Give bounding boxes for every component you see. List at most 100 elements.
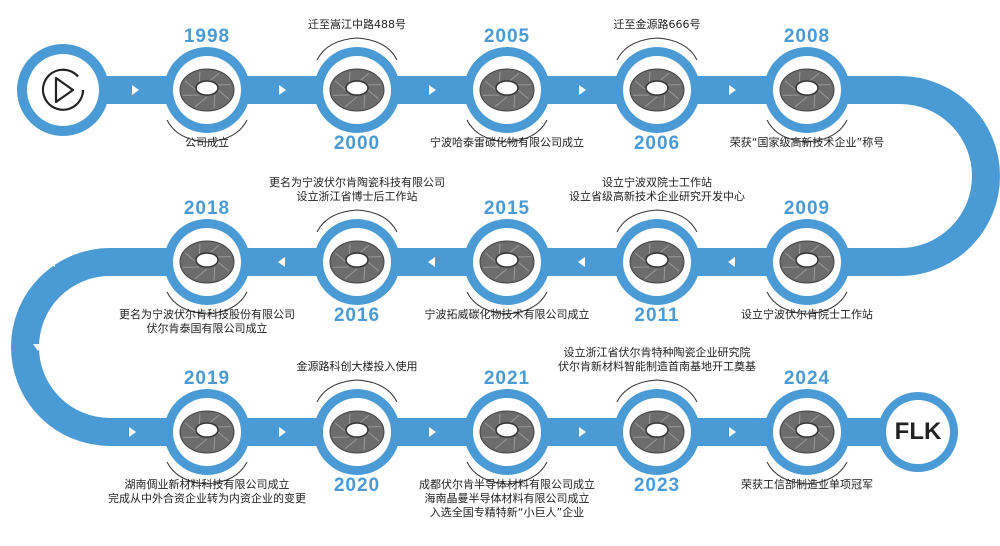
milestone-year: 2009 bbox=[783, 198, 831, 219]
bracket-icon bbox=[466, 119, 548, 143]
milestone-description: 湖南倜业新材料科技有限公司成立完成从中外合资企业转为内资企业的变更 bbox=[108, 478, 306, 506]
start-node[interactable] bbox=[17, 44, 109, 136]
direction-arrow-icon bbox=[278, 257, 285, 267]
direction-arrow-icon bbox=[48, 257, 55, 267]
milestone-node-2005 bbox=[464, 47, 550, 133]
milestone-description: 荣获工信部制造业单项冠军 bbox=[741, 478, 873, 492]
milestone-description-line: 设立省级高新技术企业研究开发中心 bbox=[569, 190, 745, 203]
direction-arrow-icon bbox=[729, 85, 736, 95]
milestone-description-line: 设立浙江省博士后工作站 bbox=[296, 190, 418, 203]
milestone-node-2023 bbox=[614, 389, 700, 475]
milestone-description-line: 公司成立 bbox=[185, 136, 229, 149]
ceramic-ring-image bbox=[329, 240, 385, 284]
end-label-flk: FLK bbox=[894, 418, 942, 445]
milestone-description: 公司成立 bbox=[185, 136, 229, 150]
direction-arrow-icon bbox=[429, 427, 436, 437]
ceramic-ring-image bbox=[179, 68, 235, 112]
direction-arrow-icon bbox=[279, 427, 286, 437]
milestone-year: 2008 bbox=[783, 26, 831, 47]
milestone-description-line: 更名为宁波伏尔肯陶瓷科技有限公司 bbox=[269, 176, 445, 189]
milestone-year: 2019 bbox=[183, 368, 231, 389]
direction-arrow-icon bbox=[579, 427, 586, 437]
milestone-description-line: 迁至嵩江中路488号 bbox=[308, 18, 406, 31]
milestone-description-line: 更名为宁波伏尔肯科技股份有限公司 bbox=[119, 308, 295, 321]
bracket-icon bbox=[316, 379, 398, 403]
bracket-icon bbox=[166, 291, 248, 315]
bracket-icon bbox=[166, 461, 248, 485]
milestone-year: 2000 bbox=[333, 133, 381, 154]
milestone-node-2009 bbox=[764, 219, 850, 305]
direction-arrow-icon bbox=[728, 257, 735, 267]
ceramic-ring-image bbox=[179, 410, 235, 454]
milestone-year: 2023 bbox=[633, 475, 681, 496]
ceramic-ring-image bbox=[629, 410, 685, 454]
milestone-description: 金源路科创大楼投入使用 bbox=[297, 360, 418, 374]
milestone-description-line: 入选全国专精特新“小巨人”企业 bbox=[429, 506, 585, 519]
milestone-description: 迁至金源路666号 bbox=[614, 18, 701, 32]
milestone-description: 设立宁波双院士工作站设立省级高新技术企业研究开发中心 bbox=[569, 176, 745, 204]
direction-arrow-icon bbox=[33, 344, 43, 351]
play-icon bbox=[41, 68, 85, 111]
direction-arrow-icon bbox=[955, 173, 965, 180]
bracket-icon bbox=[316, 209, 398, 233]
milestone-year: 2024 bbox=[783, 368, 831, 389]
ceramic-ring-image bbox=[629, 68, 685, 112]
milestone-node-2018 bbox=[164, 219, 250, 305]
milestone-description-line: 设立宁波伏尔肯院士工作站 bbox=[741, 308, 873, 321]
bracket-icon bbox=[766, 119, 848, 143]
direction-arrow-icon bbox=[129, 427, 136, 437]
milestone-node-2020 bbox=[314, 389, 400, 475]
bracket-icon bbox=[616, 379, 698, 403]
milestone-description: 更名为宁波伏尔肯科技股份有限公司伏尔肯泰国有限公司成立 bbox=[119, 308, 295, 336]
bracket-icon bbox=[616, 209, 698, 233]
direction-arrow-icon bbox=[579, 85, 586, 95]
milestone-description-line: 设立浙江省伏尔肯特种陶瓷企业研究院 bbox=[563, 346, 751, 359]
ceramic-ring-image bbox=[629, 240, 685, 284]
milestone-node-1998 bbox=[164, 47, 250, 133]
milestone-description-line: 海南晶曼半导体材料有限公司成立 bbox=[424, 492, 590, 505]
milestone-description-line: 伏尔肯新材料智能制造首南基地开工奠基 bbox=[558, 360, 756, 373]
ceramic-ring-image bbox=[479, 68, 535, 112]
direction-arrow-icon bbox=[279, 85, 286, 95]
bracket-icon bbox=[166, 119, 248, 143]
bracket-icon bbox=[316, 37, 398, 61]
milestone-year: 1998 bbox=[183, 26, 231, 47]
ceramic-ring-image bbox=[779, 410, 835, 454]
milestone-node-2008 bbox=[764, 47, 850, 133]
milestone-year: 2006 bbox=[633, 133, 681, 154]
milestone-node-2015 bbox=[464, 219, 550, 305]
milestone-node-2016 bbox=[314, 219, 400, 305]
milestone-description-line: 迁至金源路666号 bbox=[613, 18, 701, 31]
bracket-icon bbox=[466, 461, 548, 485]
ceramic-ring-image bbox=[329, 410, 385, 454]
direction-arrow-icon bbox=[429, 85, 436, 95]
milestone-year: 2018 bbox=[183, 198, 231, 219]
milestone-description: 成都伏尔肯半导体材料有限公司成立海南晶曼半导体材料有限公司成立入选全国专精特新“… bbox=[419, 478, 595, 520]
milestone-description: 设立浙江省伏尔肯特种陶瓷企业研究院伏尔肯新材料智能制造首南基地开工奠基 bbox=[558, 346, 756, 374]
ceramic-ring-image bbox=[779, 68, 835, 112]
ceramic-ring-image bbox=[479, 410, 535, 454]
milestone-description-line: 荣获“国家级高新技术企业”称号 bbox=[729, 136, 885, 149]
milestone-description-line: 湖南倜业新材料科技有限公司成立 bbox=[124, 478, 290, 491]
direction-arrow-icon bbox=[578, 257, 585, 267]
direction-arrow-icon bbox=[132, 85, 139, 95]
milestone-description: 宁波拓威碳化物技术有限公司成立 bbox=[425, 308, 590, 322]
milestone-description: 荣获“国家级高新技术企业”称号 bbox=[730, 136, 884, 150]
bracket-icon bbox=[616, 37, 698, 61]
milestone-node-2006 bbox=[614, 47, 700, 133]
milestone-description-line: 伏尔肯泰国有限公司成立 bbox=[146, 322, 268, 335]
bracket-icon bbox=[766, 461, 848, 485]
milestone-year: 2021 bbox=[483, 368, 531, 389]
milestone-description: 宁波哈泰雷碳化物有限公司成立 bbox=[430, 136, 584, 150]
milestone-description-line: 宁波哈泰雷碳化物有限公司成立 bbox=[430, 136, 584, 149]
bracket-icon bbox=[766, 291, 848, 315]
milestone-description-line: 成都伏尔肯半导体材料有限公司成立 bbox=[419, 478, 595, 491]
end-node bbox=[878, 392, 958, 472]
milestone-description-line: 完成从中外合资企业转为内资企业的变更 bbox=[108, 492, 306, 505]
milestone-description-line: 荣获工信部制造业单项冠军 bbox=[741, 478, 873, 491]
milestone-node-2024 bbox=[764, 389, 850, 475]
milestone-year: 2005 bbox=[483, 26, 531, 47]
ceramic-ring-image bbox=[479, 240, 535, 284]
milestone-node-2019 bbox=[164, 389, 250, 475]
